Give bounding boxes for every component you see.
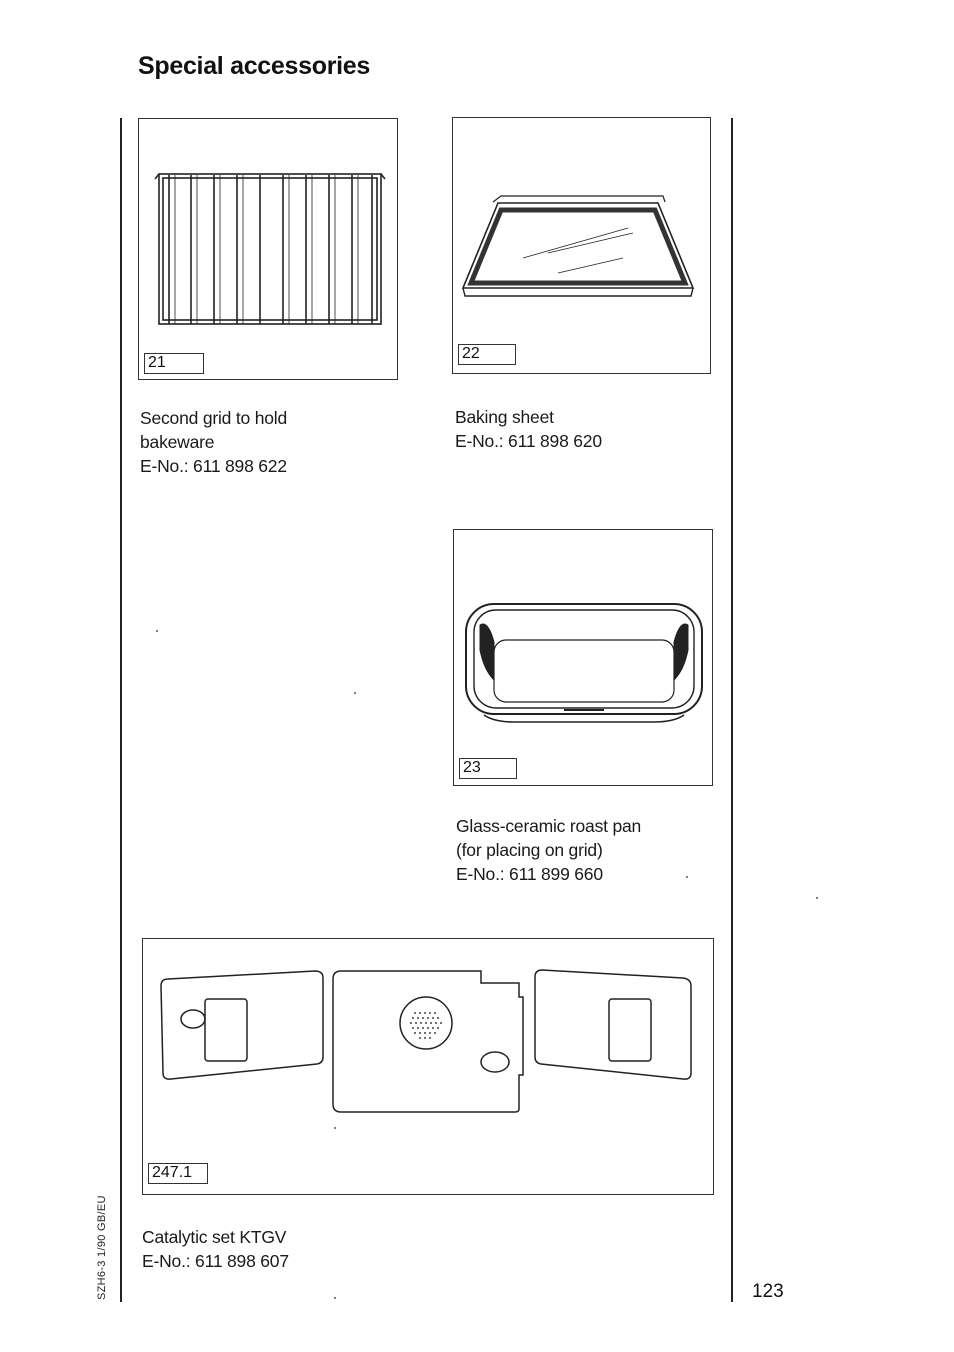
right-margin-rule bbox=[731, 118, 733, 1302]
scan-speck bbox=[354, 692, 356, 694]
page-title: Special accessories bbox=[138, 52, 370, 80]
scan-speck bbox=[686, 876, 688, 878]
figure-22-baking-sheet: 22 bbox=[452, 117, 711, 374]
caption-line: E-No.: 611 899 660 bbox=[456, 864, 603, 884]
figure-247-1-catalytic-set: 247.1 bbox=[142, 938, 714, 1195]
caption-line: E-No.: 611 898 622 bbox=[140, 456, 287, 476]
scan-speck bbox=[334, 1297, 336, 1299]
baking-sheet-illustration bbox=[461, 195, 695, 297]
scan-speck bbox=[156, 630, 158, 632]
caption-line: Baking sheet bbox=[455, 407, 554, 427]
figure-number: 21 bbox=[144, 353, 204, 374]
document-code: SZH6-3 1/90 GB/EU bbox=[96, 1195, 108, 1300]
caption-line: bakeware bbox=[140, 432, 215, 452]
caption-figure-247-1: Catalytic set KTGV E-No.: 611 898 607 bbox=[142, 1225, 289, 1273]
scan-speck bbox=[816, 897, 818, 899]
left-margin-rule bbox=[120, 118, 122, 1302]
catalytic-panels-illustration bbox=[160, 969, 692, 1113]
caption-line: (for placing on grid) bbox=[456, 840, 603, 860]
caption-figure-22: Baking sheet E-No.: 611 898 620 bbox=[455, 405, 602, 453]
scan-speck bbox=[334, 1127, 336, 1129]
caption-line: Second grid to hold bbox=[140, 408, 288, 428]
roast-pan-illustration bbox=[465, 603, 703, 723]
grid-rack-illustration bbox=[154, 173, 386, 325]
figure-number: 23 bbox=[459, 758, 517, 779]
caption-figure-21: Second grid to hold bakeware E-No.: 611 … bbox=[140, 406, 287, 478]
figure-number: 247.1 bbox=[148, 1163, 208, 1184]
figure-number: 22 bbox=[458, 344, 516, 365]
caption-line: Glass-ceramic roast pan bbox=[456, 816, 642, 836]
figure-21-grid: 21 bbox=[138, 118, 398, 380]
caption-line: Catalytic set KTGV bbox=[142, 1227, 287, 1247]
page-number: 123 bbox=[752, 1281, 784, 1302]
caption-figure-23: Glass-ceramic roast pan (for placing on … bbox=[456, 814, 641, 886]
caption-line: E-No.: 611 898 607 bbox=[142, 1251, 289, 1271]
figure-23-roast-pan: 23 bbox=[453, 529, 713, 786]
caption-line: E-No.: 611 898 620 bbox=[455, 431, 602, 451]
